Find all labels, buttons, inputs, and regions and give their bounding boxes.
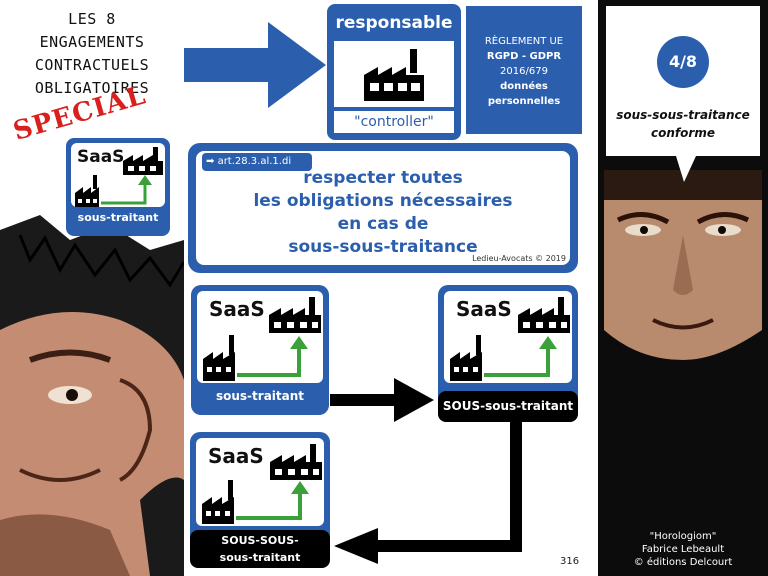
card-body: SaaS: [444, 291, 572, 383]
card-label-line: SOUS-SOUS-: [221, 534, 299, 547]
card-label: sous-traitant: [77, 211, 159, 224]
saas-text: SaaS: [209, 297, 265, 321]
arrow-right-icon: [184, 22, 326, 108]
caption-line: OBLIGATOIRES: [34, 79, 150, 97]
article-ref: art.28.3.al.1.di: [217, 156, 292, 167]
speech-bubble: 4/8 sous-sous-traitance conforme: [606, 6, 760, 156]
tag-icon: ➡: [206, 156, 218, 167]
bubble-line: sous-sous-traitance: [616, 108, 750, 122]
caption-engagements: LES 8 ENGAGEMENTS CONTRACTUELS OBLIGATOI…: [6, 8, 178, 100]
obligation-line: les obligations nécessaires: [253, 191, 513, 211]
right-comic-panel: 4/8 sous-sous-traitance conforme "Horolo…: [598, 0, 768, 576]
sub-subcontractor-card: SaaS SOUS-sous-traitant: [438, 285, 578, 422]
caption-line: LES 8: [68, 10, 116, 28]
obligation-line: en cas de: [337, 214, 429, 234]
saas-text: SaaS: [77, 147, 125, 167]
bubble-text: sous-sous-traitance conforme: [606, 106, 760, 142]
regulation-badge: RÈGLEMENT UE RGPD - GDPR 2016/679 donnée…: [466, 6, 582, 134]
comic-illustration-left: [0, 0, 184, 576]
factory-icon: [270, 444, 322, 480]
saas-text: SaaS: [456, 297, 512, 321]
card-body: SaaS: [71, 143, 165, 207]
responsable-body: [334, 41, 454, 107]
copyright: Ledieu-Avocats © 2019: [472, 254, 566, 263]
page-number: 316: [560, 556, 580, 567]
card-label: SOUS-sous-traitant: [438, 391, 578, 422]
obligation-body: ➡ art.28.3.al.1.di respecter toutes les …: [196, 151, 570, 265]
obligation-text: respecter toutes les obligations nécessa…: [196, 167, 570, 259]
factory-icon: [269, 297, 321, 333]
credit-line: "Horologiom": [649, 531, 717, 542]
regulation-line: RÈGLEMENT UE: [484, 36, 564, 47]
regulation-line: personnelles: [487, 96, 561, 107]
caption-line: ENGAGEMENTS: [39, 33, 145, 51]
responsable-card: responsable "controller": [327, 4, 461, 140]
card-body: SaaS: [197, 291, 323, 383]
regulation-line: 2016/679: [500, 66, 548, 77]
obligation-line: sous-sous-traitance: [288, 237, 478, 257]
flow-to-saas-icon: [203, 335, 308, 381]
regulation-line: RGPD - GDPR: [486, 51, 562, 62]
caption-line: CONTRACTUELS: [34, 56, 150, 74]
left-comic-panel: LES 8 ENGAGEMENTS CONTRACTUELS OBLIGATOI…: [0, 0, 184, 576]
flow-to-saas-icon: [75, 175, 152, 207]
sub-sub-subcontractor-card: SaaS SOUS-SOUS- sous-traitant: [190, 432, 330, 568]
saas-subcontractor-card: SaaS sous-traitant: [66, 138, 170, 236]
saas-text: SaaS: [208, 444, 264, 468]
credit-line: Fabrice Lebeault: [641, 544, 725, 555]
flow-to-saas-icon: [202, 480, 309, 524]
counter-badge: 4/8: [657, 36, 709, 88]
bubble-line: conforme: [651, 126, 715, 140]
flow-to-saas-icon: [450, 335, 557, 381]
card-label-line: sous-traitant: [219, 551, 301, 564]
obligation-card: ➡ art.28.3.al.1.di respecter toutes les …: [188, 143, 578, 273]
card-body: SaaS: [196, 438, 324, 526]
bubble-tail: [676, 156, 696, 182]
subcontractor-card: SaaS sous-traitant: [191, 285, 329, 415]
credits: "Horologiom" Fabrice Lebeault © éditions…: [598, 530, 768, 569]
obligation-line: respecter toutes: [303, 168, 463, 188]
responsable-title: responsable: [335, 13, 453, 33]
arrow-right-icon: [330, 378, 434, 422]
article-tag: ➡ art.28.3.al.1.di: [202, 153, 312, 171]
card-label: SOUS-SOUS- sous-traitant: [190, 530, 330, 568]
arrow-left-icon: [334, 420, 522, 564]
regulation-line: données: [500, 81, 548, 92]
factory-icon: [518, 297, 570, 333]
controller-label: "controller": [334, 111, 454, 133]
factory-icon: [364, 49, 424, 101]
card-label: sous-traitant: [215, 389, 305, 403]
credit-line: © éditions Delcourt: [633, 557, 733, 568]
factory-icon: [123, 147, 163, 175]
